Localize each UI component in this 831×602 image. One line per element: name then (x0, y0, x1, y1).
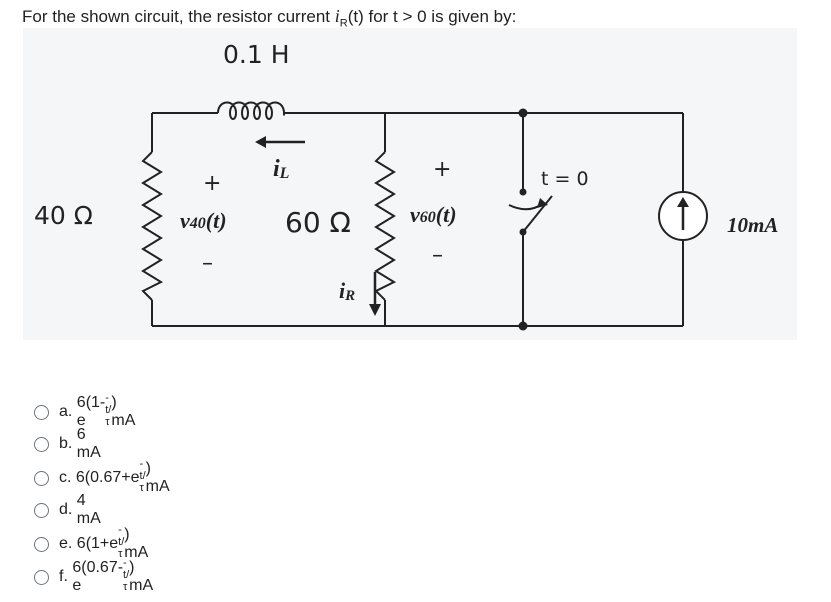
option-e[interactable]: e. 6(1+e-t/τ) mA (34, 524, 148, 561)
option-d-pre: 4 mA (76, 492, 101, 527)
resistor-current-arrow-head (369, 304, 381, 316)
current-source-arrow-head (677, 197, 689, 207)
inductor-current-label: iL (273, 156, 290, 182)
option-f-exp: -t/τ (123, 557, 130, 593)
source-label: 10mA (727, 213, 778, 237)
radio-e[interactable] (34, 536, 49, 552)
option-f-pre: 6(0.67-e (72, 559, 124, 594)
inductor-current-arrow-head (255, 136, 266, 148)
v40-plus: + (203, 171, 221, 196)
option-a-post: ) mA (111, 394, 136, 429)
option-a-pre: 6(1-e (76, 394, 106, 429)
option-a[interactable]: a. 6(1-e-t/τ) mA (34, 392, 135, 429)
option-b[interactable]: b. 6 mA (34, 426, 101, 461)
option-d-letter: d. (59, 501, 73, 518)
inductor-label: 0.1 H (223, 40, 290, 69)
option-f-post: ) mA (129, 559, 154, 594)
switch-blade (508, 195, 553, 233)
resistor-60-label: 60 Ω (285, 206, 351, 239)
radio-d[interactable] (34, 502, 49, 518)
option-e-pre: 6(1+e (76, 535, 119, 552)
option-f[interactable]: f. 6(0.67-e-t/τ) mA (34, 557, 153, 594)
v60-minus: – (432, 243, 443, 268)
option-e-post: ) mA (124, 526, 149, 561)
circuit-figure (23, 28, 797, 340)
radio-c[interactable] (34, 470, 49, 486)
question-prefix: For the shown circuit, the resistor curr… (22, 7, 335, 26)
option-c[interactable]: c. 6(0.67+e-t/τ) mA (34, 458, 170, 495)
v60-label: v60(t) (410, 202, 457, 227)
question-suffix: (t) for t > 0 is given by: (347, 7, 517, 26)
option-e-letter: e. (59, 535, 73, 552)
option-c-letter: c. (59, 469, 72, 486)
option-e-exp: -t/τ (118, 524, 125, 560)
option-c-exp: -t/τ (139, 458, 146, 494)
radio-a[interactable] (34, 404, 49, 420)
switch-contact-top (519, 188, 527, 196)
option-b-pre: 6 mA (76, 426, 101, 461)
resistor-current-label: iR (339, 278, 355, 304)
option-a-exp: -t/τ (105, 392, 112, 428)
v60-plus: + (433, 157, 451, 182)
resistor-40-zigzag (141, 151, 164, 301)
radio-f[interactable] (34, 569, 49, 585)
option-b-letter: b. (59, 435, 73, 452)
option-f-letter: f. (59, 568, 68, 585)
resistor-60-zigzag (374, 151, 397, 301)
option-c-pre: 6(0.67+e (75, 469, 140, 486)
option-c-post: ) mA (145, 460, 170, 495)
question-var: i (334, 6, 340, 26)
inductor-coil (217, 101, 336, 120)
switch-label: t = 0 (541, 168, 589, 190)
resistor-40-label: 40 Ω (34, 201, 93, 230)
question-text: For the shown circuit, the resistor curr… (22, 6, 516, 29)
v40-minus: – (202, 251, 213, 276)
option-d[interactable]: d. 4 mA (34, 492, 101, 527)
radio-b[interactable] (34, 436, 49, 452)
junction-dot-top (518, 108, 528, 118)
question-var-sub: R (339, 17, 348, 30)
option-a-letter: a. (59, 403, 73, 420)
junction-dot-bottom (518, 321, 528, 331)
v40-label: v40(t) (180, 208, 227, 233)
